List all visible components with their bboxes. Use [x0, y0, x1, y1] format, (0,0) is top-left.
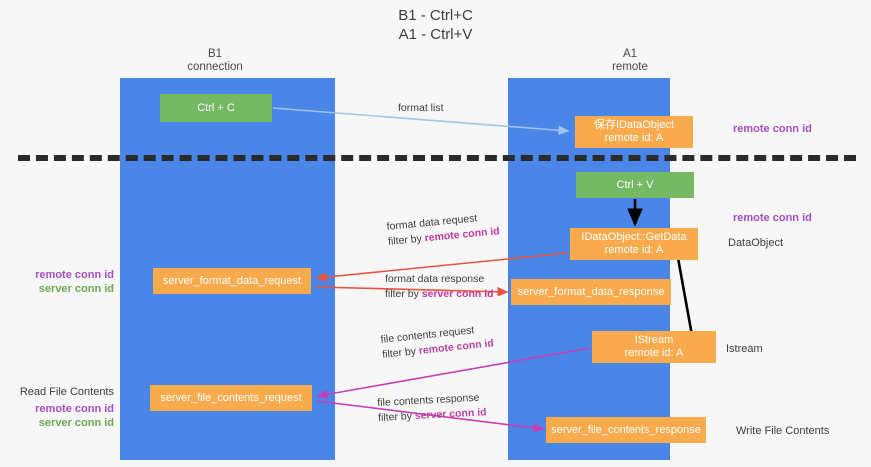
annotation-server-conn-id-left-1: server conn id: [38, 283, 114, 295]
edge-label-format-data-response: format data response filter by server co…: [385, 272, 494, 302]
filter-key-server-conn-id: server conn id: [421, 288, 494, 300]
annotation-read-file-contents: Read File Contents: [19, 386, 114, 398]
edge-label-format-list: format list: [398, 101, 444, 116]
annotation-conn-ids-mid: remote conn id server conn id: [14, 268, 114, 296]
node-ctrl-c[interactable]: Ctrl + C: [160, 94, 272, 122]
node-ctrl-v[interactable]: Ctrl + V: [576, 172, 694, 198]
annotation-conn-ids-bottom: remote conn id server conn id: [14, 402, 114, 430]
node-server-file-contents-response[interactable]: server_file_contents_response: [546, 417, 706, 443]
arrow-format-data-response: [315, 286, 509, 297]
annotation-istream: Istream: [726, 343, 763, 355]
arrow-format-data-request: [315, 252, 569, 282]
page-title: B1 - Ctrl+C A1 - Ctrl+V: [398, 7, 473, 43]
edge-label-file-contents-response: file contents response filter by server …: [377, 390, 487, 426]
filter-key-server-conn-id-2: server conn id: [414, 406, 487, 423]
edge-label-format-data-response-text: format data response: [385, 273, 485, 285]
annotation-server-conn-id-left-2: server conn id: [38, 417, 114, 429]
annotation-write-file-contents: Write File Contents: [736, 425, 830, 437]
node-idataobject[interactable]: 保存IDataObject remote id: A: [575, 116, 693, 148]
annotation-dataobject: DataObject: [728, 237, 784, 249]
annotation-remote-conn-id-top: remote conn id: [733, 123, 812, 135]
edge-label-format-list-text: format list: [398, 102, 444, 114]
annotation-remote-conn-id-left-1: remote conn id: [35, 269, 114, 281]
node-idataobject-getdata[interactable]: IDataObject::GetData remote id: A: [570, 228, 698, 260]
column-header-a1: A1 remote: [612, 48, 648, 73]
arrow-format-list: [272, 107, 570, 136]
annotation-remote-conn-id-mid: remote conn id: [733, 212, 812, 224]
annotation-remote-conn-id-left-2: remote conn id: [35, 403, 114, 415]
edge-label-format-data-response-filter: filter by server conn id: [385, 288, 494, 300]
arrow-file-contents-request: [316, 347, 591, 400]
node-server-format-data-response[interactable]: server_format_data_response: [511, 279, 671, 305]
node-server-file-contents-request[interactable]: server_file_contents_request: [150, 385, 312, 411]
column-header-b1: B1 connection: [187, 48, 243, 73]
node-istream[interactable]: IStream remote id: A: [592, 331, 716, 363]
arrow-file-contents-response: [316, 400, 545, 433]
node-server-format-data-request[interactable]: server_format_data_request: [153, 268, 311, 294]
phase-divider: [18, 155, 856, 161]
